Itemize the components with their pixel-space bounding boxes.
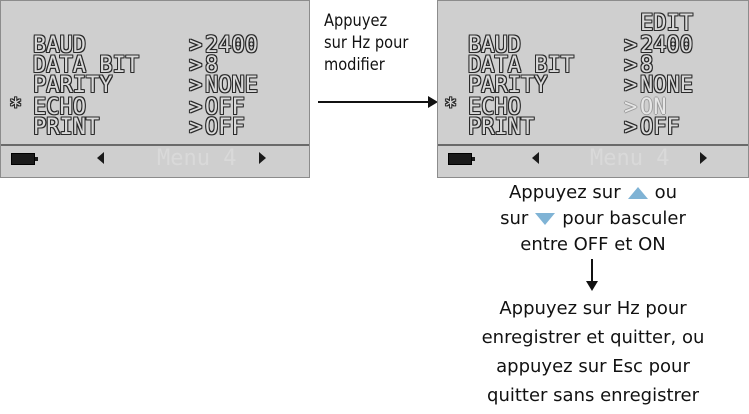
lcd-chevron: > — [189, 115, 203, 140]
lcd-row-value: OFF — [205, 115, 245, 140]
lcd-edit-label: EDIT — [640, 11, 693, 36]
instruction-line: enregistrer et quitter, ou — [481, 327, 705, 348]
instruction-step2: Appuyez sur ou sur pour basculer entre OFF… — [437, 180, 749, 258]
instruction-line: appuyez sur Esc pour — [496, 356, 690, 377]
lcd-row-value: 8 — [205, 53, 219, 78]
lcd-screen-left: * BAUD DATA BIT PARITY ECHO PRINT > > > … — [0, 0, 310, 178]
lcd-chevron: > — [189, 95, 203, 120]
menu-prev-icon — [97, 152, 104, 164]
menu-label: Menu 4 — [157, 146, 237, 171]
lcd-divider — [438, 144, 748, 146]
lcd-row-label: ECHO — [468, 95, 521, 120]
lcd-row-label: ECHO — [33, 95, 86, 120]
instruction-text: Appuyez sur — [508, 182, 621, 203]
up-arrow-icon — [627, 187, 648, 199]
lcd-row-value: 2400 — [205, 33, 258, 58]
flow-arrow-down — [586, 259, 598, 291]
lcd-chevron: > — [624, 73, 638, 98]
lcd-row-value: NONE — [205, 73, 258, 98]
lcd-row-label: PARITY — [468, 73, 548, 98]
instruction-line: entre OFF et ON — [520, 234, 666, 255]
lcd-row-label: DATA BIT — [468, 53, 574, 78]
instruction-step1: Appuyez sur Hz pour modifier — [324, 10, 408, 76]
lcd-row-marker: * — [9, 95, 23, 120]
instruction-step3: Appuyez sur Hz pour enregistrer et quitt… — [437, 294, 749, 410]
menu-next-icon — [259, 152, 266, 164]
lcd-chevron: > — [189, 33, 203, 58]
instruction-text: ou — [654, 182, 678, 203]
instruction-line: sur pour basculer — [437, 206, 749, 232]
instruction-text: sur — [500, 208, 529, 229]
lcd-row-value: 8 — [640, 53, 654, 78]
instruction-line: modifier — [324, 55, 385, 75]
lcd-row-value-editing: ON — [640, 95, 667, 120]
lcd-row-value: 2400 — [640, 33, 693, 58]
lcd-screen-right: EDIT * BAUD DATA BIT PARITY ECHO PRINT >… — [437, 0, 749, 178]
lcd-chevron: > — [189, 73, 203, 98]
lcd-row-label: DATA BIT — [33, 53, 139, 78]
lcd-row-value: OFF — [205, 95, 245, 120]
lcd-chevron: > — [624, 95, 638, 120]
menu-prev-icon — [532, 152, 539, 164]
menu-next-icon — [700, 152, 707, 164]
flow-arrow-right — [318, 96, 438, 108]
battery-icon — [448, 153, 475, 165]
instruction-line: sur Hz pour — [324, 33, 409, 53]
lcd-chevron: > — [624, 53, 638, 78]
lcd-row-value: NONE — [640, 73, 693, 98]
menu-label: Menu 4 — [590, 146, 670, 171]
instruction-line: Appuyez sur Hz pour — [499, 298, 687, 319]
lcd-row-label: PRINT — [33, 115, 100, 140]
instruction-line: Appuyez — [324, 11, 388, 31]
lcd-chevron: > — [189, 53, 203, 78]
lcd-row-marker: * — [444, 95, 458, 120]
lcd-row-label: BAUD — [33, 33, 86, 58]
instruction-text: pour basculer — [562, 208, 686, 229]
lcd-row-label: BAUD — [468, 33, 521, 58]
instruction-line: quitter sans enregistrer — [487, 385, 699, 406]
lcd-chevron: > — [624, 33, 638, 58]
lcd-row-label: PRINT — [468, 115, 535, 140]
instruction-line: Appuyez sur ou — [437, 180, 749, 206]
down-arrow-icon — [535, 213, 556, 225]
lcd-row-label: PARITY — [33, 73, 113, 98]
battery-icon — [11, 153, 38, 165]
lcd-chevron: > — [624, 115, 638, 140]
lcd-row-value: OFF — [640, 115, 680, 140]
lcd-divider — [1, 144, 309, 146]
